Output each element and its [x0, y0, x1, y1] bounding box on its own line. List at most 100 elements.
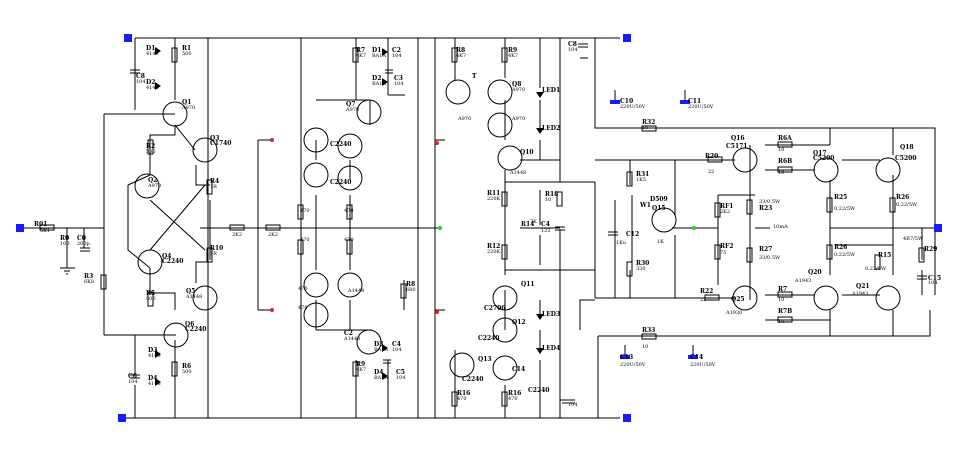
component-label: 4K7: [508, 53, 518, 59]
component-label: 4148: [148, 353, 161, 359]
component-label: Q21: [856, 283, 870, 290]
node-green: [438, 226, 442, 230]
component-label: 470: [508, 396, 518, 402]
component-label: R26: [896, 194, 909, 201]
vminus-terminal-left: [118, 414, 126, 422]
component-label: 2K2: [232, 232, 242, 238]
component-label: C2: [392, 47, 401, 54]
component-label: 1R: [210, 251, 217, 257]
component-label: 220U/50V: [690, 362, 716, 368]
component-label: C3: [394, 75, 403, 82]
component-label: 470: [344, 237, 354, 243]
component-label: 10: [778, 170, 784, 176]
component-label: Q16: [731, 135, 745, 142]
component-label: Q15: [652, 205, 666, 212]
component-label: 5K1: [40, 228, 50, 234]
component-label: 100: [60, 241, 70, 247]
resistors: [39, 47, 925, 407]
component-label: R31: [636, 171, 649, 178]
component-label: C4: [541, 221, 550, 228]
component-label: R8: [406, 281, 415, 288]
component-label: A970: [511, 87, 525, 93]
component-label: 7K: [530, 219, 537, 225]
component-label: Q6: [185, 321, 194, 328]
component-label: R18: [545, 191, 558, 198]
component-label: C8: [136, 73, 145, 80]
component-label: 104: [394, 81, 404, 87]
component-label: R01: [34, 221, 47, 228]
component-label: A970: [511, 116, 525, 122]
component-label: 104: [128, 379, 138, 385]
component-label: BA1A: [372, 81, 386, 87]
component-label: 470: [344, 208, 354, 214]
component-label: R16: [508, 390, 521, 397]
component-label: 4148: [146, 51, 159, 57]
component-label: 10: [778, 297, 784, 303]
component-label: R22: [700, 288, 713, 295]
component-label: A1448: [185, 294, 202, 300]
node-red: [270, 138, 274, 142]
component-label: 2K2: [720, 209, 730, 215]
component-label: R5: [146, 290, 155, 297]
component-label: 10: [545, 197, 551, 203]
component-label: Q13: [478, 356, 492, 363]
component-label: A970: [147, 183, 161, 189]
component-label: Q10: [520, 149, 534, 156]
component-label: 220K: [487, 249, 501, 255]
component-label: Q1: [182, 99, 191, 106]
terminals: [16, 34, 942, 422]
node-red: [435, 310, 439, 314]
component-label: Q18: [900, 144, 914, 151]
component-label: 104: [136, 79, 146, 85]
component-label: R23: [759, 205, 772, 212]
component-label: Q4: [162, 253, 171, 260]
component-label: R33: [642, 327, 655, 334]
component-label: R8: [456, 47, 465, 54]
component-label: R26: [834, 244, 847, 251]
component-label: R20: [705, 153, 718, 160]
component-label: R11: [487, 190, 500, 197]
component-label: R15: [878, 252, 891, 259]
component-label: R7: [356, 47, 365, 54]
node-green: [692, 226, 696, 230]
component-label: C5171: [726, 143, 747, 150]
component-label: RF2: [720, 243, 733, 250]
component-label: C2240: [478, 335, 499, 342]
component-label: Q7: [346, 101, 355, 108]
node-red: [270, 308, 274, 312]
component-label: 500: [146, 149, 156, 155]
component-label: C2240: [330, 141, 351, 148]
component-label: Q5: [186, 288, 195, 295]
component-label: 680: [406, 287, 416, 293]
component-label: A1943: [851, 291, 868, 297]
component-label: C2240: [162, 258, 183, 265]
component-label: C10: [620, 98, 633, 105]
vplus-terminal-right: [623, 34, 631, 42]
component-label: R4: [210, 178, 219, 185]
component-label: 330: [636, 266, 646, 272]
component-label: R0: [60, 235, 69, 242]
component-label: 500: [146, 296, 156, 302]
component-label: R2: [146, 143, 155, 150]
component-label: 104: [568, 47, 578, 53]
component-label: R6: [182, 363, 191, 370]
component-label: 470: [298, 286, 308, 292]
component-label: 22: [700, 297, 706, 303]
component-label: C2240: [528, 387, 549, 394]
component-label: R6A: [778, 135, 792, 142]
diodes: [155, 47, 544, 386]
component-label: C2240: [462, 376, 483, 383]
component-label: 22: [708, 169, 714, 175]
component-label: C5: [396, 369, 405, 376]
grounds: [62, 57, 588, 404]
component-label: C2240: [185, 326, 206, 333]
component-label: C5200: [895, 155, 916, 162]
component-label: 104: [396, 375, 406, 381]
component-label: 10: [778, 147, 784, 153]
component-label: 470: [457, 396, 467, 402]
component-label: R30: [636, 260, 649, 267]
component-label: A970: [345, 107, 359, 113]
transistors: [134, 79, 901, 381]
component-label: 0.22/5W: [834, 206, 856, 212]
